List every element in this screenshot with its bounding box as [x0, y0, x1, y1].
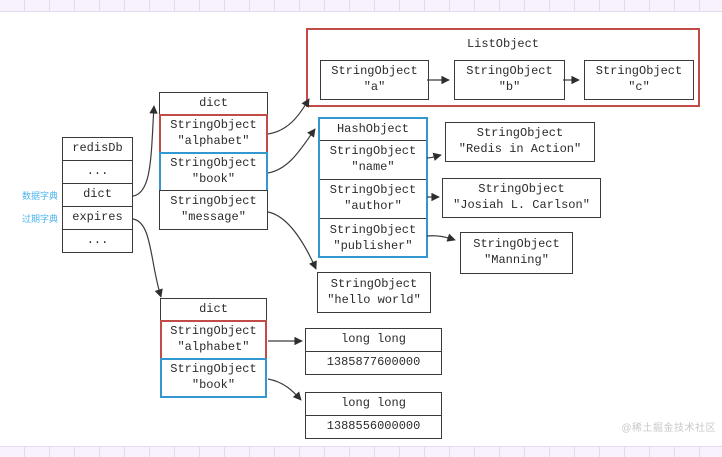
dict-bottom-table: dict StringObject "alphabet" StringObjec… [160, 298, 267, 398]
redisdb-row-title: redisDb [62, 137, 133, 161]
redisdb-row-expires: expires [62, 206, 133, 230]
hash-object-row-publisher: StringObject "publisher" [329, 222, 417, 253]
dict-bottom-header: dict [160, 298, 267, 322]
dict-top-table: dict StringObject "alphabet" StringObjec… [159, 92, 268, 230]
arrow-name-to-redisinaction [426, 152, 442, 161]
arrow-expires-to-dictbottom [132, 218, 163, 298]
list-item-b: StringObject "b" [454, 60, 565, 100]
longlong-box-1: long long 1385877600000 [305, 328, 442, 375]
redisdb-row-dict: dict [62, 183, 133, 207]
dict-bottom-row-alphabet: StringObject "alphabet" [160, 320, 267, 360]
longlong-box-2: long long 1388556000000 [305, 392, 442, 439]
hash-object-row-author: StringObject "author" [320, 180, 426, 219]
list-item-a: StringObject "a" [320, 60, 429, 100]
dict-top-row-alphabet: StringObject "alphabet" [159, 114, 268, 154]
redisdb-row-ellipsis-bottom: ... [62, 229, 133, 253]
value-box-josiah-carlson: StringObject "Josiah L. Carlson" [442, 178, 601, 218]
hash-object-container: HashObject StringObject "name" StringObj… [318, 117, 428, 258]
dict-bottom-row-book: StringObject "book" [160, 358, 267, 398]
longlong-2-header: long long [305, 392, 442, 416]
dict-top-row-message: StringObject "message" [159, 190, 268, 230]
arrow-book-to-longlong2 [267, 378, 302, 401]
value-box-manning: StringObject "Manning" [460, 232, 573, 274]
background-grid-strip-top [0, 0, 722, 12]
list-object-title: ListObject [466, 37, 539, 51]
arrow-book-to-hash [267, 128, 316, 174]
watermark-text: @稀土掘金技术社区 [621, 423, 716, 434]
dict-top-header: dict [159, 92, 268, 116]
redisdb-row-ellipsis-top: ... [62, 160, 133, 184]
longlong-1-value: 1385877600000 [305, 351, 442, 375]
label-expires-dict: 过期字典 [21, 214, 58, 224]
longlong-1-header: long long [305, 328, 442, 352]
background-grid-strip-bottom [0, 446, 722, 457]
hash-object-row-name: StringObject "name" [320, 141, 426, 180]
arrow-publisher-to-manning [426, 233, 456, 242]
redisdb-table: redisDb ... dict expires ... [62, 137, 133, 253]
list-item-c: StringObject "c" [584, 60, 694, 100]
dict-top-row-book: StringObject "book" [159, 152, 268, 192]
value-box-hello-world: StringObject "hello world" [317, 272, 431, 313]
arrow-dict-to-dicttop [132, 105, 158, 197]
hash-object-header: HashObject [320, 119, 426, 141]
list-object-container: ListObject StringObject "a" StringObject… [306, 28, 700, 107]
label-data-dict: 数据字典 [21, 191, 58, 201]
arrow-message-to-helloworld [267, 211, 317, 270]
longlong-2-value: 1388556000000 [305, 415, 442, 439]
value-box-redis-in-action: StringObject "Redis in Action" [445, 122, 595, 162]
arrow-alphabet-to-list [267, 98, 310, 135]
